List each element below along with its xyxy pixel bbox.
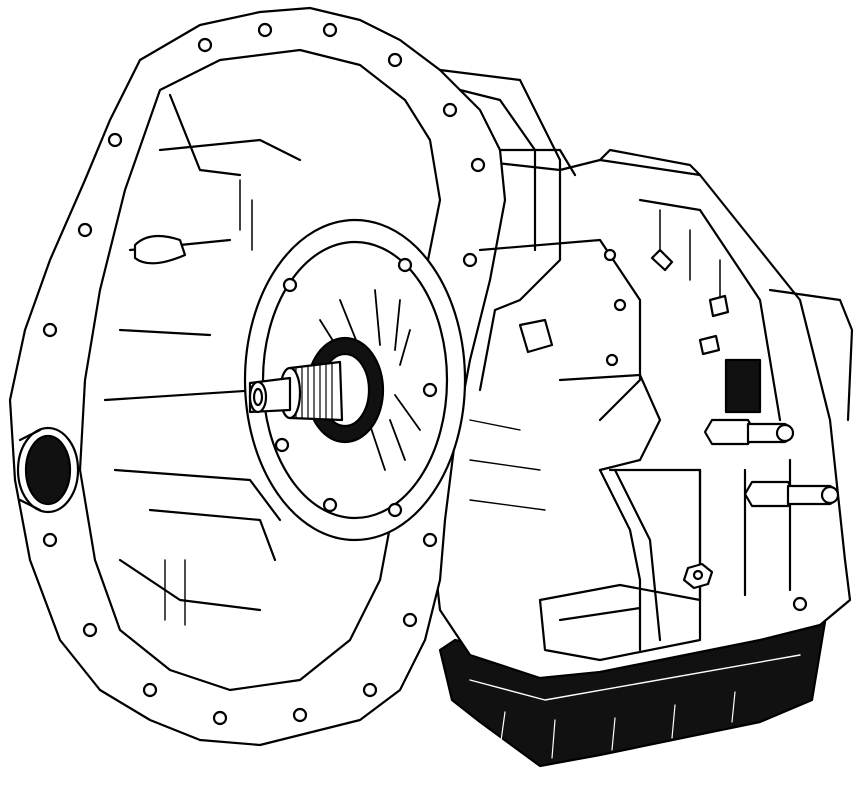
oil-pan [438,613,827,768]
input-shaft-assembly [243,218,467,542]
case-rib-frame [438,68,662,652]
transmission-body [428,148,854,680]
